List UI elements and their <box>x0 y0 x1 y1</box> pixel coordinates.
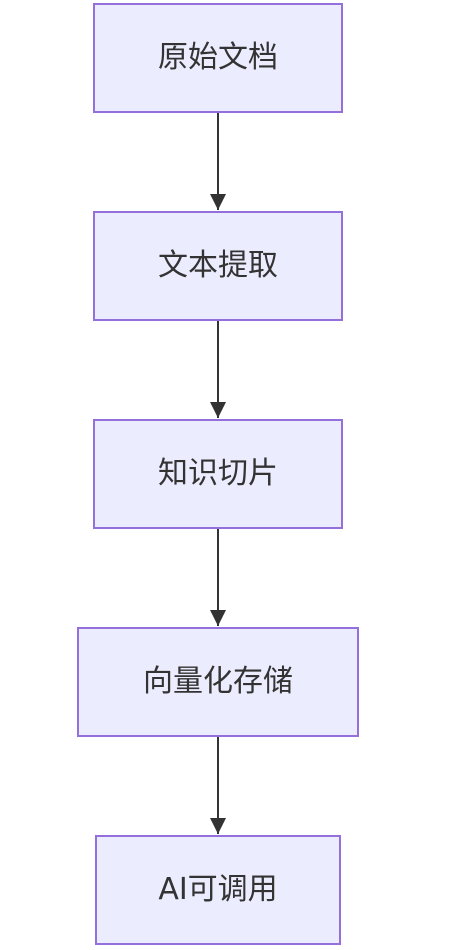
node-label: 知识切片 <box>158 456 278 491</box>
node-knowledge-chunking: 知识切片 <box>93 419 343 529</box>
node-ai-callable: AI可调用 <box>95 835 341 945</box>
node-label: AI可调用 <box>158 872 278 907</box>
node-text-extraction: 文本提取 <box>93 211 343 321</box>
node-vector-storage: 向量化存储 <box>77 627 359 737</box>
node-label: 向量化存储 <box>143 664 293 699</box>
node-label: 原始文档 <box>158 40 278 75</box>
node-label: 文本提取 <box>158 248 278 283</box>
node-original-document: 原始文档 <box>93 3 343 113</box>
